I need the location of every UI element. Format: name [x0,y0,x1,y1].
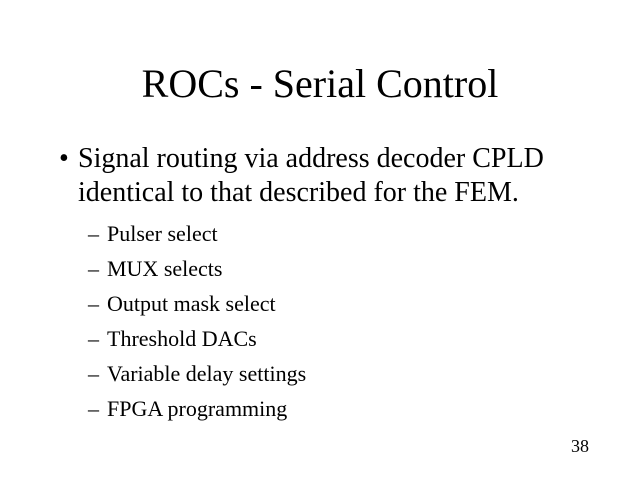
dash-marker: – [88,361,99,386]
sub-bullet-label: MUX selects [107,256,223,281]
bullet-line: Signal routing via address decoder CPLD [78,143,544,174]
dash-marker: – [88,256,99,281]
page-number: 38 [571,436,589,456]
bullet-item: • Signal routing via address decoder CPL… [59,142,544,210]
sub-bullet-list: – Pulser select – MUX selects – Output m… [88,216,306,426]
dash-marker: – [88,326,99,351]
dash-marker: – [88,221,99,246]
bullet-text: Signal routing via address decoder CPLD … [78,142,544,210]
dash-marker: – [88,291,99,316]
dash-marker: – [88,396,99,421]
sub-bullet-label: Output mask select [107,291,276,316]
bullet-marker: • [59,143,69,174]
sub-bullet-label: FPGA programming [107,396,288,421]
sub-bullet-item: – Pulser select [88,216,306,251]
sub-bullet-item: – MUX selects [88,251,306,286]
sub-bullet-item: – Variable delay settings [88,356,306,391]
bullet-line: identical to that described for the FEM. [78,177,519,208]
sub-bullet-item: – FPGA programming [88,391,306,426]
slide-title: ROCs - Serial Control [141,61,499,106]
sub-bullet-item: – Threshold DACs [88,321,306,356]
sub-bullet-item: – Output mask select [88,286,306,321]
sub-bullet-label: Pulser select [107,221,218,246]
sub-bullet-label: Threshold DACs [107,326,257,351]
sub-bullet-label: Variable delay settings [107,361,307,386]
